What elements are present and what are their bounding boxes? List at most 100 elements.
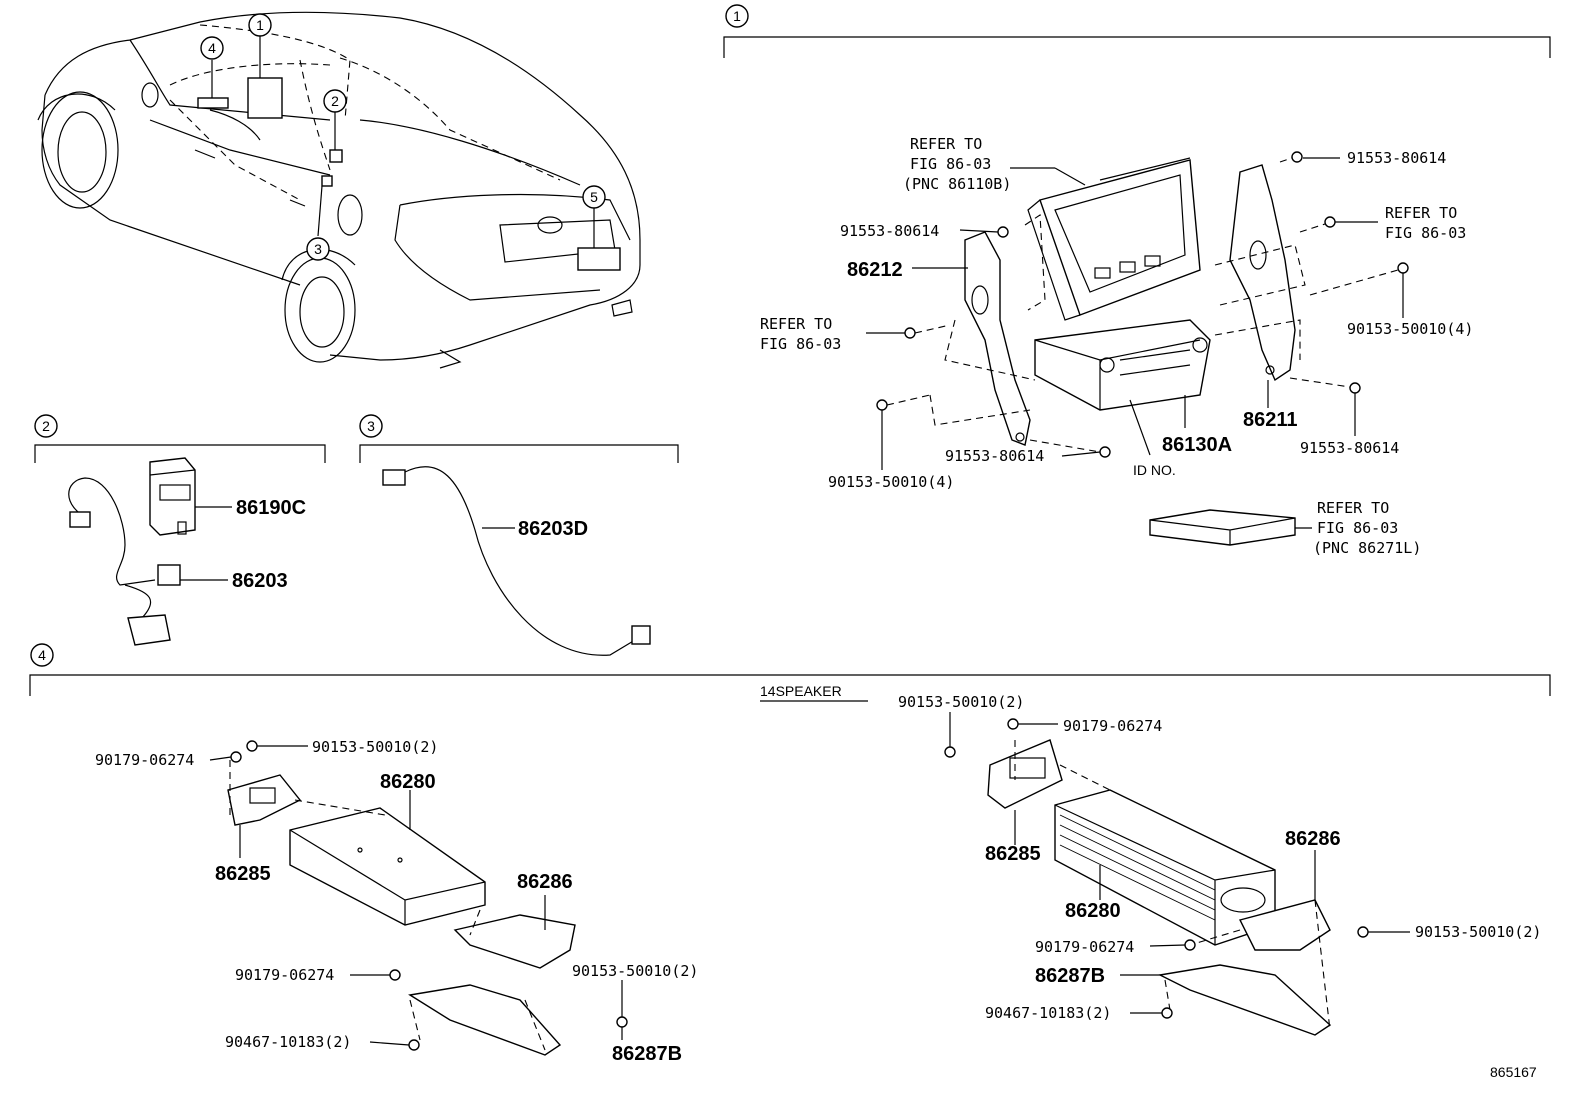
callout-1: 1 — [248, 13, 272, 37]
refer-head-unit-line3: (PNC 86110B) — [903, 175, 1011, 193]
harness-86203 — [68, 477, 181, 646]
part-90179-06274-right-mid: 90179-06274 — [1035, 938, 1134, 956]
refer-module-line2: FIG 86-03 — [1317, 519, 1398, 537]
bracket-86211 — [1229, 164, 1296, 382]
screw-icon — [997, 226, 1009, 238]
part-86130a: 86130A — [1162, 434, 1232, 456]
nut-icon — [389, 969, 401, 981]
part-90153-50010-left-bottom: 90153-50010(2) — [572, 962, 698, 980]
svg-text:3: 3 — [314, 241, 322, 257]
bolt-icon — [246, 740, 258, 752]
id-no-label: ID NO. — [1133, 462, 1176, 478]
part-86286-right: 86286 — [1285, 828, 1341, 850]
bracket-86285-left — [227, 774, 302, 826]
refer-left-line1: REFER TO — [760, 315, 832, 333]
part-90153-50010-left-top: 90153-50010(2) — [312, 738, 438, 756]
section-2-marker: 2 — [34, 414, 58, 438]
nut-icon — [230, 751, 242, 763]
screw-icon — [1291, 151, 1303, 163]
part-86286-left: 86286 — [517, 871, 573, 893]
callout-2: 2 — [323, 89, 347, 113]
part-86285-left: 86285 — [215, 863, 271, 885]
part-90467-10183-left: 90467-10183(2) — [225, 1033, 351, 1051]
svg-text:2: 2 — [331, 93, 339, 109]
section-1-audio-head-unit: 1 — [723, 4, 1551, 557]
part-90179-06274-right-top: 90179-06274 — [1063, 717, 1162, 735]
svg-text:2: 2 — [42, 418, 50, 434]
part-90179-06274-left-bottom: 90179-06274 — [235, 966, 334, 984]
part-86280-left: 86280 — [380, 771, 436, 793]
part-86285-right: 86285 — [985, 843, 1041, 865]
nut-icon — [1161, 1007, 1173, 1019]
part-86287b-left: 86287B — [612, 1043, 682, 1065]
part-86211: 86211 — [1243, 409, 1298, 431]
refer-head-unit-line2: FIG 86-03 — [910, 155, 991, 173]
nut-icon — [1007, 718, 1019, 730]
refer-module-line1: REFER TO — [1317, 499, 1389, 517]
svg-text:5: 5 — [590, 189, 598, 205]
screw-icon — [1324, 216, 1336, 228]
refer-module-line3: (PNC 86271L) — [1313, 539, 1421, 557]
diagram-number: 865167 — [1490, 1064, 1537, 1080]
screw-icon — [904, 327, 916, 339]
section-1-marker: 1 — [725, 4, 749, 28]
part-86190c: 86190C — [236, 497, 306, 519]
cable-86203d — [382, 466, 651, 656]
section-3-marker: 3 — [359, 414, 383, 438]
screw-icon — [1099, 446, 1111, 458]
part-86212: 86212 — [847, 259, 903, 281]
part-90153-50010-right-top: 90153-50010(2) — [898, 693, 1024, 711]
bracket-86212 — [964, 231, 1031, 446]
part-90179-06274-left-top: 90179-06274 — [95, 751, 194, 769]
refer-left-line2: FIG 86-03 — [760, 335, 841, 353]
part-91553-80614-top-left: 91553-80614 — [840, 222, 939, 240]
refer-right-line1: REFER TO — [1385, 204, 1457, 222]
bolt-icon — [1357, 926, 1369, 938]
display-head-unit — [1027, 157, 1201, 321]
part-86203: 86203 — [232, 570, 288, 592]
part-86287b-right: 86287B — [1035, 965, 1105, 987]
section-3-cable: 3 86203D — [359, 414, 679, 656]
refer-head-unit-line1: REFER TO — [910, 135, 982, 153]
bracket-86285-right — [987, 739, 1063, 809]
refer-right-line2: FIG 86-03 — [1385, 224, 1466, 242]
speaker-config-label: 14SPEAKER — [760, 683, 842, 699]
part-90153-50010-right: 90153-50010(2) — [1415, 923, 1541, 941]
callout-4: 4 — [200, 36, 224, 60]
amplifier-left-86280 — [289, 807, 486, 926]
svg-text:4: 4 — [208, 40, 216, 56]
bracket-86286-right — [1238, 899, 1331, 951]
svg-text:1: 1 — [733, 8, 741, 24]
bracket-86287b-left — [408, 984, 562, 1056]
part-86280-right: 86280 — [1065, 900, 1121, 922]
part-91553-80614-bottom-center: 91553-80614 — [945, 447, 1044, 465]
screw-icon — [1397, 262, 1409, 274]
part-91553-80614-top-right: 91553-80614 — [1347, 149, 1446, 167]
part-90467-10183-right: 90467-10183(2) — [985, 1004, 1111, 1022]
module-86271l — [1149, 509, 1296, 546]
section-2-switch-harness: 2 86190C 86203 — [34, 414, 326, 646]
bracket-86287b-right — [1157, 964, 1332, 1036]
bracket-86286-left — [453, 914, 576, 969]
nut-icon — [408, 1039, 420, 1051]
callout-3: 3 — [306, 237, 330, 261]
svg-text:4: 4 — [38, 647, 46, 663]
part-91553-80614-bottom-right: 91553-80614 — [1300, 439, 1399, 457]
bolt-icon — [616, 1016, 628, 1028]
part-90153-50010-right: 90153-50010(4) — [1347, 320, 1473, 338]
svg-text:3: 3 — [367, 418, 375, 434]
screw-icon — [876, 399, 888, 411]
radio-86130a — [1034, 319, 1211, 411]
section-4-marker: 4 — [30, 643, 54, 667]
section-4-amplifier: 4 14SPEAKER — [29, 643, 1551, 1065]
part-90153-50010-left: 90153-50010(4) — [828, 473, 954, 491]
nut-icon — [1184, 939, 1196, 951]
callout-5: 5 — [582, 185, 606, 209]
part-86203d: 86203D — [518, 518, 588, 540]
svg-text:1: 1 — [256, 17, 264, 33]
screw-icon — [1349, 382, 1361, 394]
switch-86190c — [149, 457, 196, 536]
car-overview-illustration: 1 4 2 3 5 — [37, 11, 641, 369]
bolt-icon — [944, 746, 956, 758]
